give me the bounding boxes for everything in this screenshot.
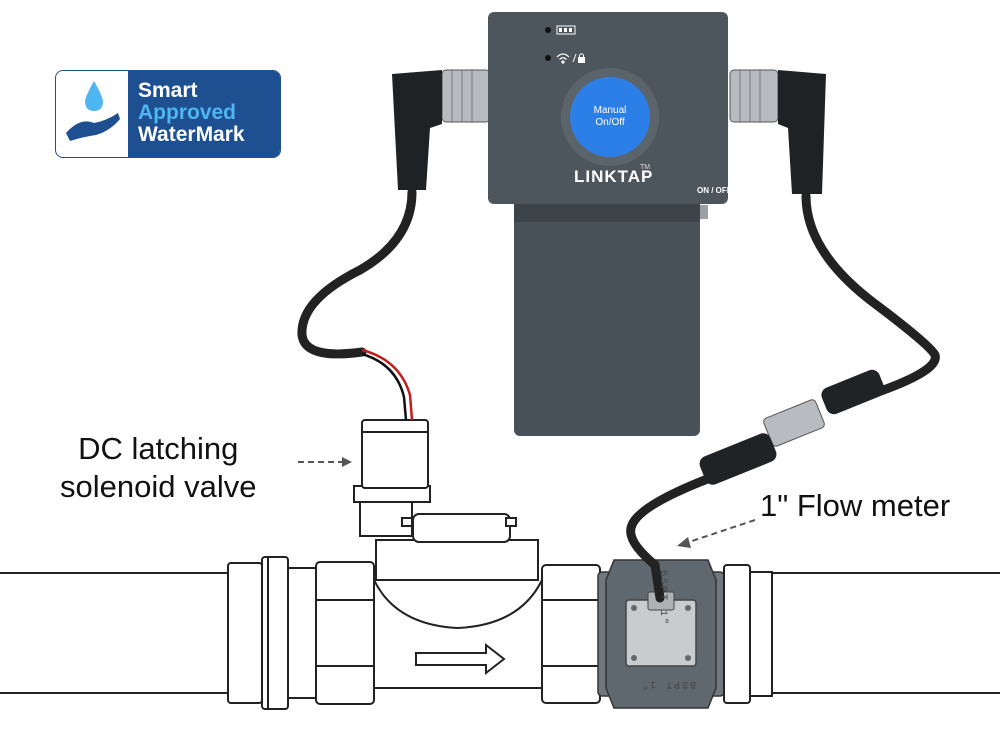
left-pipe-union	[227, 556, 375, 710]
valve-outlet-nut	[541, 564, 601, 704]
solenoid-valve-label-line-1: DC latching	[78, 431, 239, 466]
badge-panel	[128, 71, 280, 157]
on-off-switch-label: ON / OFF	[697, 186, 732, 195]
flow-meter-pointer-arrow	[677, 519, 756, 548]
water-drop-hand-icon	[66, 81, 120, 141]
manual-button-line-1: Manual	[593, 105, 627, 116]
flow-meter-cable	[626, 191, 940, 603]
left-cable-connector	[392, 69, 491, 190]
flow-meter-marking-bottom: BSPT 1"	[640, 678, 697, 689]
valve-cable	[297, 187, 417, 421]
flow-meter	[597, 559, 725, 709]
badge-line-1: Smart	[138, 79, 198, 102]
solenoid-valve-label: DC latching solenoid valve	[60, 430, 256, 506]
watermark-badge: Smart Approved WaterMark	[55, 70, 281, 158]
manual-onoff-button[interactable]: Manual On/Off	[570, 77, 650, 157]
right-cable-connector	[729, 69, 826, 194]
solenoid-valve-label-line-2: solenoid valve	[60, 469, 257, 504]
solenoid-valve	[353, 419, 543, 689]
flow-meter-marking-top: BSPT 1"	[657, 570, 668, 627]
linktap-controller	[488, 12, 728, 436]
wifi-icon	[556, 53, 570, 64]
flow-meter-label: 1" Flow meter	[760, 488, 951, 523]
valve-pointer-arrow	[298, 457, 352, 467]
lock-icon	[572, 53, 585, 63]
right-pipe-union	[723, 564, 773, 704]
trademark-mark: TM	[640, 164, 651, 171]
badge-line-3: WaterMark	[138, 123, 245, 146]
pipe	[0, 572, 1000, 694]
badge-line-2: Approved	[138, 101, 237, 124]
brand-logo: LINKTAP	[574, 167, 654, 186]
cable-connector	[699, 369, 885, 485]
manual-button-line-2: On/Off	[595, 117, 625, 128]
battery-icon	[556, 25, 576, 35]
arrow-right-icon	[415, 642, 506, 676]
